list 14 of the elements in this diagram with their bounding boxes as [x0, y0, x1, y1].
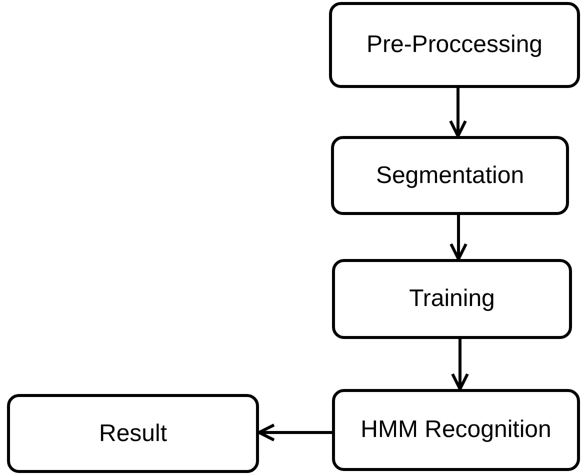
process-box: [329, 2, 580, 88]
process-box: [332, 259, 572, 339]
box-label: Result: [98, 420, 168, 448]
arrow: [449, 88, 467, 138]
process-box: [332, 389, 580, 471]
box-label: Pre-Proccessing: [366, 31, 543, 59]
box-label: Training: [409, 285, 495, 313]
arrow: [451, 339, 469, 390]
box-label: HMM Recognition: [360, 416, 552, 444]
arrow: [258, 424, 332, 442]
box-label: Segmentation: [376, 162, 524, 190]
arrow: [450, 215, 468, 260]
process-box: [7, 394, 259, 473]
process-box: [331, 136, 569, 215]
